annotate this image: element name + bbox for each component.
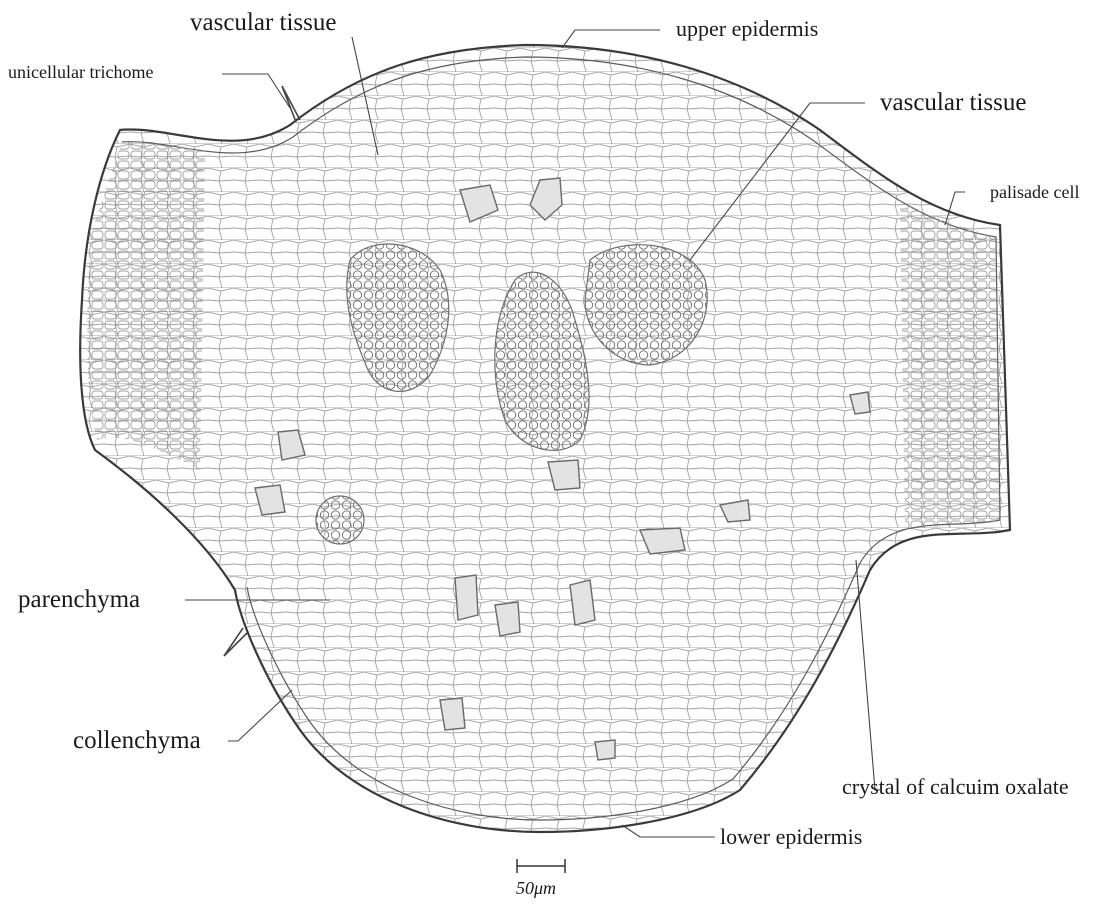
unicellular-trichome-top xyxy=(282,86,300,122)
palisade-region-right xyxy=(900,200,1000,530)
label-palisade-cell: palisade cell xyxy=(990,183,1079,201)
leader-lower-epidermis xyxy=(622,825,715,837)
leader-trichome xyxy=(222,74,290,108)
small-vascular-cluster xyxy=(316,496,364,544)
label-vascular-tissue-top: vascular tissue xyxy=(190,10,336,35)
crystal xyxy=(570,580,595,625)
label-crystal-of-calcium-oxalate: crystal of calcuim oxalate xyxy=(842,776,1069,798)
label-unicellular-trichome: unicellular trichome xyxy=(8,63,153,81)
leader-upper-epidermis xyxy=(562,30,660,48)
label-upper-epidermis: upper epidermis xyxy=(676,18,818,40)
crystal xyxy=(455,575,478,620)
label-lower-epidermis: lower epidermis xyxy=(720,826,862,848)
scale-bar-label: 50μm xyxy=(516,879,556,897)
crystal xyxy=(595,740,615,760)
crystal xyxy=(440,698,465,730)
crystal xyxy=(495,602,520,636)
label-collenchyma: collenchyma xyxy=(73,728,201,753)
unicellular-trichome-left xyxy=(224,628,247,656)
label-parenchyma: parenchyma xyxy=(18,587,140,612)
label-vascular-tissue-right: vascular tissue xyxy=(880,90,1026,115)
scale-bar xyxy=(517,859,565,873)
